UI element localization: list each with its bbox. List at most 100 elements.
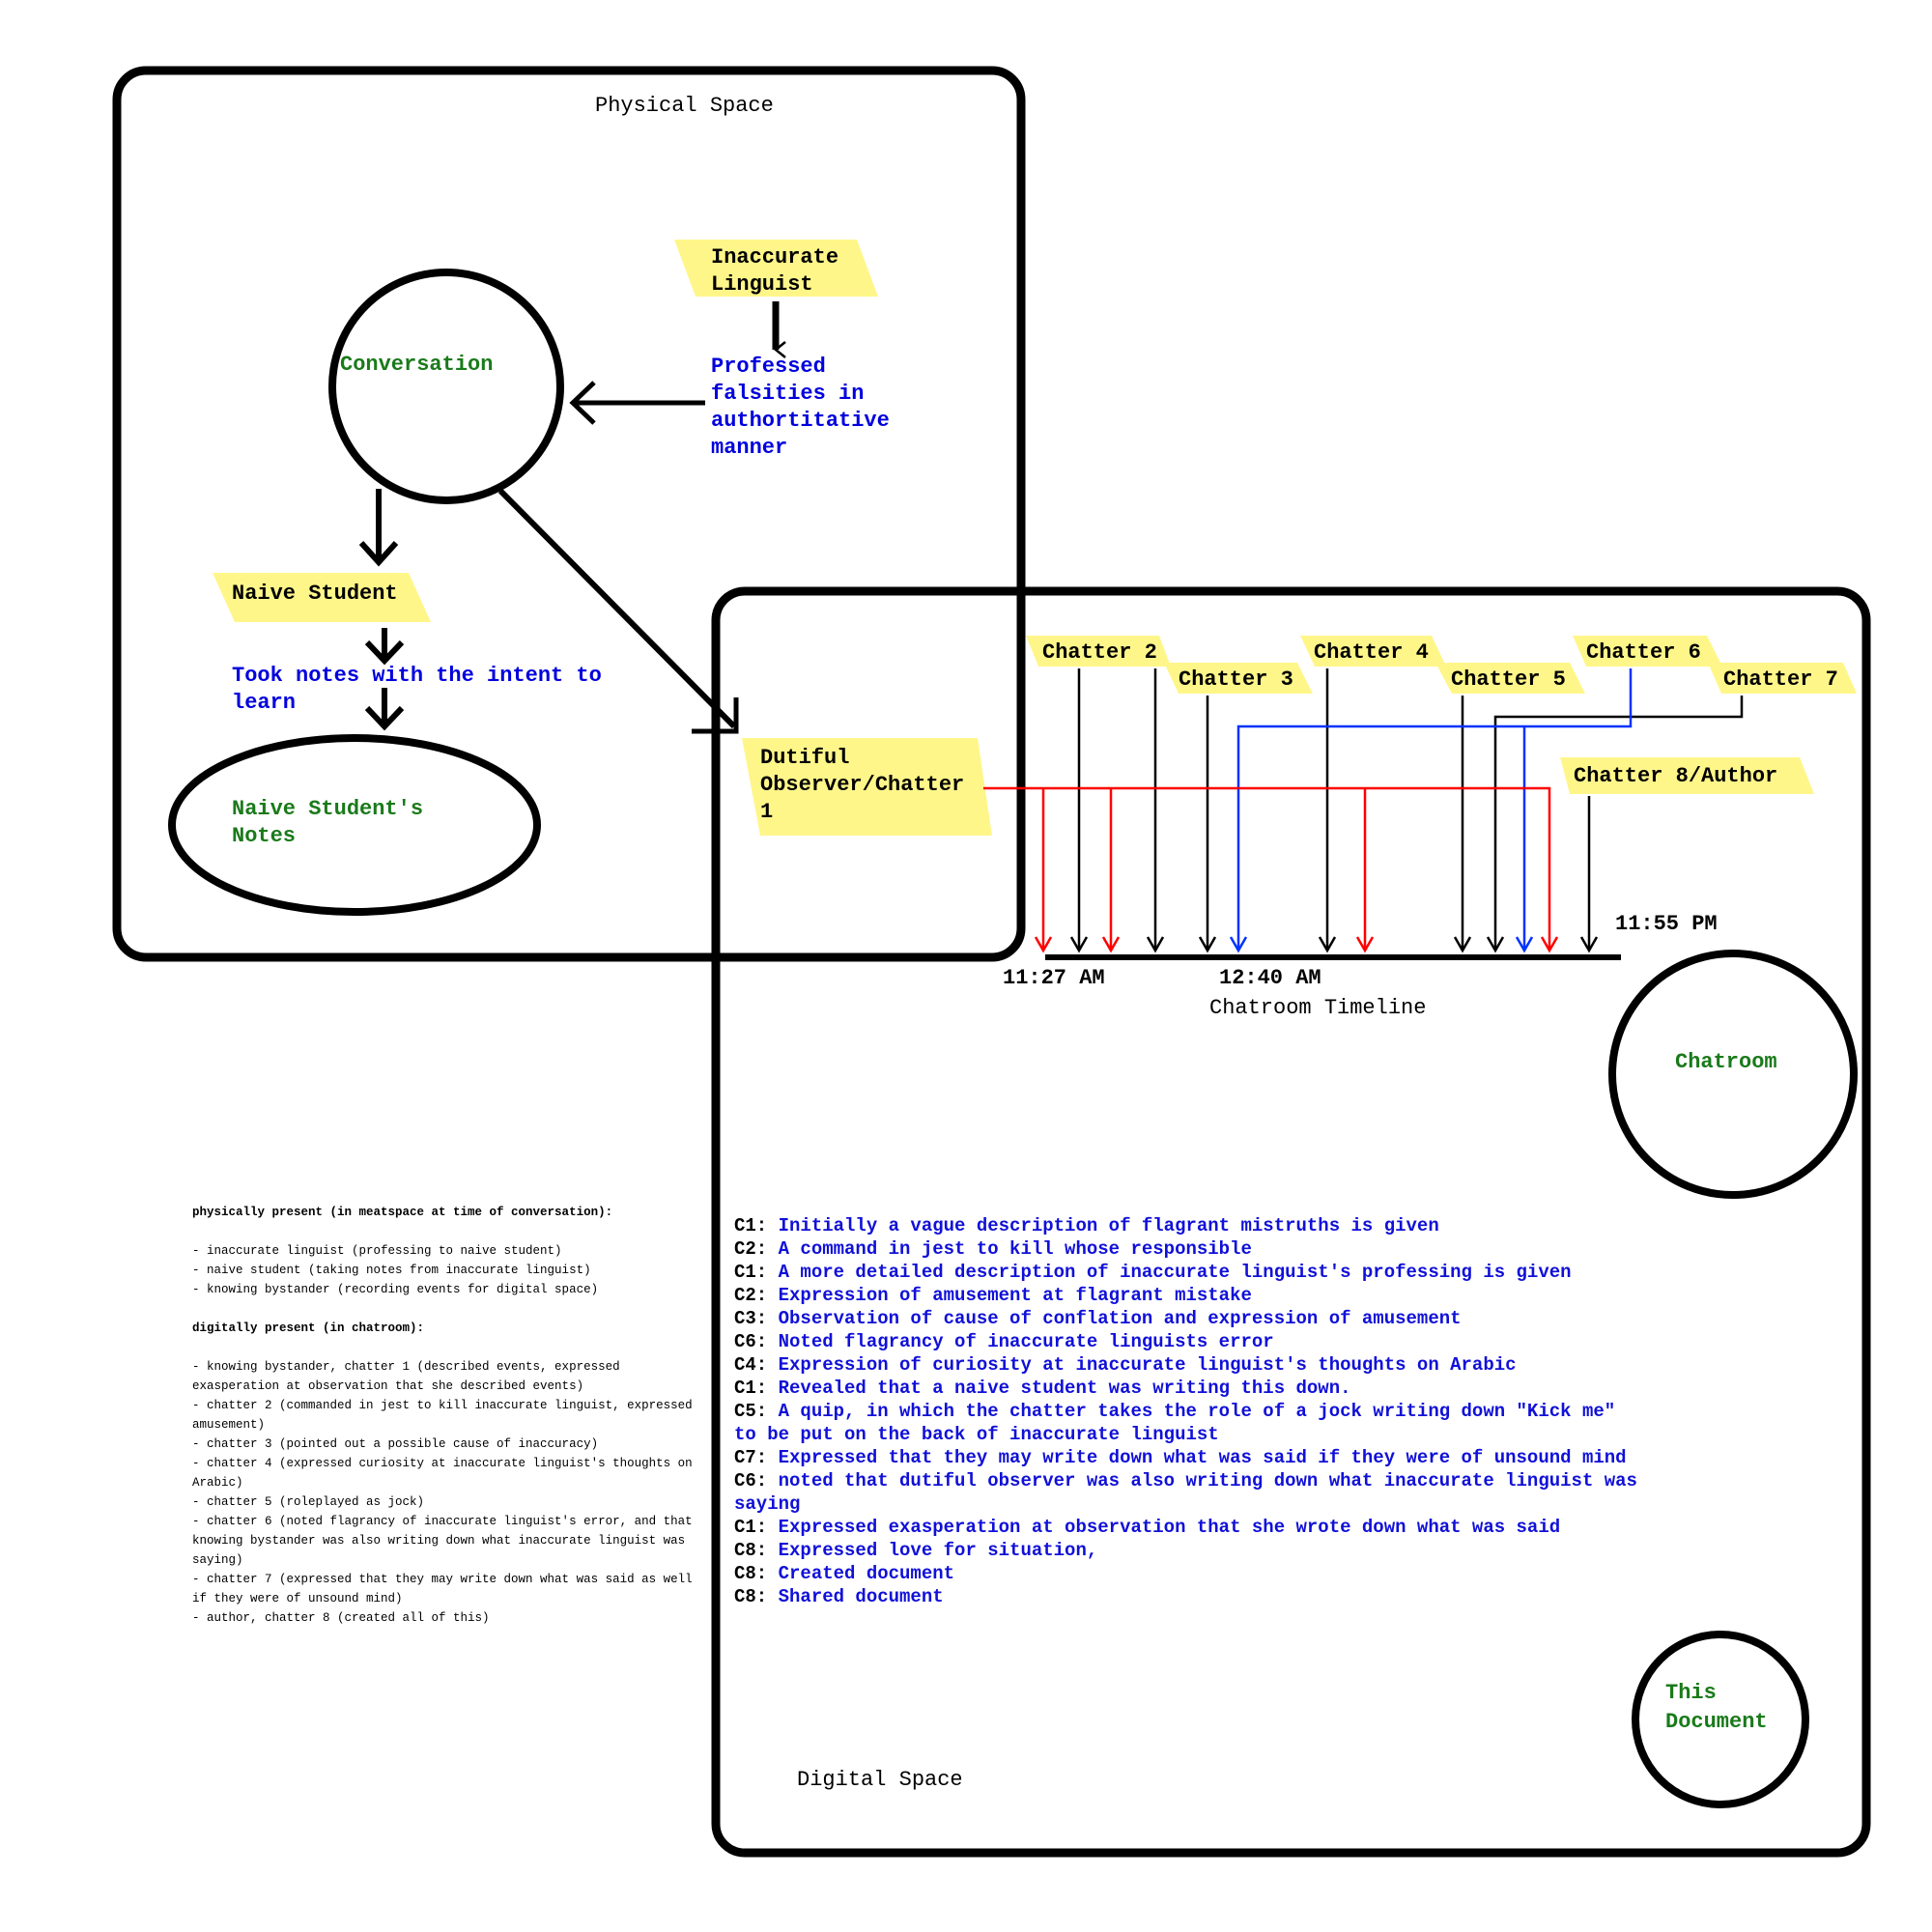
- chat-log-line: C1: A more detailed description of inacc…: [734, 1262, 1572, 1283]
- arrowhead-student: [358, 540, 399, 567]
- chat-log-text: Initially a vague description of flagran…: [779, 1215, 1439, 1236]
- inaccurate-linguist-tag: [674, 240, 878, 297]
- chatter-6-line-a-arrowhead: [1229, 936, 1248, 953]
- chatter-1-line-a-arrowhead: [1034, 936, 1053, 953]
- chat-log-text: Expressed love for situation,: [779, 1540, 1098, 1561]
- this-document-label-2: Document: [1665, 1710, 1768, 1734]
- professed-text-1: Professed: [711, 355, 826, 379]
- chatter-2-tag: [1026, 636, 1171, 667]
- chatter-8-tag: [1560, 757, 1814, 794]
- chatter-7: Chatter 7: [1708, 663, 1857, 694]
- chatter-3-label: Chatter 3: [1179, 668, 1293, 692]
- chatter-5-tag: [1435, 663, 1585, 694]
- chat-log-text: Shared document: [779, 1586, 944, 1607]
- dutiful-observer-label-2: Observer/Chatter: [760, 773, 964, 797]
- chat-log-text: Expressed that they may write down what …: [779, 1447, 1627, 1468]
- chatter-6-tag: [1573, 636, 1722, 667]
- notes-digital-heading: digitally present (in chatroom):: [192, 1321, 424, 1335]
- chatter-1-line-c-arrowhead: [1355, 936, 1375, 953]
- naive-notes-label-2: Notes: [232, 824, 296, 848]
- chat-log-speaker: C6:: [734, 1470, 779, 1492]
- chat-log-text: Expression of curiosity at inaccurate li…: [779, 1354, 1517, 1376]
- chat-log-speaker: C8:: [734, 1540, 779, 1561]
- chatter-4-tag: [1300, 636, 1446, 667]
- chatter-7-line-arrowhead: [1486, 936, 1505, 953]
- arrowhead-observer: [692, 697, 739, 734]
- chat-log-text: Noted flagrancy of inaccurate linguists …: [779, 1331, 1274, 1352]
- chatter-6: Chatter 6: [1573, 636, 1722, 667]
- notes-digital-item: - chatter 4 (expressed curiosity at inac…: [192, 1457, 693, 1470]
- chat-log-line: C7: Expressed that they may write down w…: [734, 1447, 1627, 1468]
- chat-log-text: saying: [734, 1493, 800, 1515]
- chat-log-text: Expressed exasperation at observation th…: [779, 1517, 1561, 1538]
- digital-space-box: [711, 586, 1871, 1858]
- chat-log-line: C8: Created document: [734, 1563, 954, 1584]
- chat-log-line: C5: A quip, in which the chatter takes t…: [734, 1401, 1615, 1422]
- conversation-label: Conversation: [340, 353, 493, 377]
- chat-log-line: saying: [734, 1493, 800, 1515]
- timeline-label: Chatroom Timeline: [1209, 996, 1426, 1020]
- digital-space-title: Digital Space: [797, 1768, 963, 1792]
- chat-log-text: Observation of cause of conflation and e…: [779, 1308, 1462, 1329]
- notes-digital-item: - chatter 7 (expressed that they may wri…: [192, 1573, 693, 1586]
- chat-log-text: Revealed that a naive student was writin…: [779, 1378, 1351, 1399]
- chatter-6-line-b-arrowhead: [1515, 936, 1534, 953]
- conversation-circle: [328, 269, 564, 504]
- this-document-circle: [1632, 1631, 1809, 1808]
- chatter-1-trunk: [983, 786, 1551, 951]
- chat-log-speaker: C7:: [734, 1447, 779, 1468]
- arrowhead-notes: [364, 705, 405, 731]
- chat-log-speaker: C8:: [734, 1563, 779, 1584]
- timeline-mid-label: 12:40 AM: [1219, 966, 1321, 990]
- chatter-3-tag: [1164, 663, 1313, 694]
- physical-space-box: [112, 66, 1026, 962]
- chat-log-text: A more detailed description of inaccurat…: [779, 1262, 1572, 1283]
- notes-digital-item: - chatter 5 (roleplayed as jock): [192, 1495, 424, 1509]
- dutiful-observer-label-1: Dutiful: [760, 746, 849, 770]
- chat-log-speaker: C1:: [734, 1215, 779, 1236]
- notes-digital-item: - knowing bystander, chatter 1 (describe…: [192, 1360, 620, 1374]
- naive-student-label: Naive Student: [232, 582, 398, 606]
- chatter-4-label: Chatter 4: [1314, 640, 1429, 665]
- chat-log-speaker: C5:: [734, 1401, 779, 1422]
- chat-log-line: C2: A command in jest to kill whose resp…: [734, 1238, 1252, 1260]
- notes-digital-item: amusement): [192, 1418, 265, 1432]
- physical-space-title: Physical Space: [595, 94, 774, 118]
- chat-log-speaker: C1:: [734, 1517, 779, 1538]
- chatter-3-line-arrowhead: [1198, 936, 1217, 953]
- chatter-8-line-arrowhead: [1579, 936, 1599, 953]
- took-notes-text-2: learn: [232, 691, 296, 715]
- notes-physical-item: - naive student (taking notes from inacc…: [192, 1264, 591, 1277]
- naive-student-tag: [213, 573, 431, 622]
- timeline-end-label: 11:55 PM: [1615, 912, 1718, 936]
- notes-digital-item: exasperation at observation that she des…: [192, 1379, 583, 1393]
- chat-log-line: C1: Initially a vague description of fla…: [734, 1215, 1439, 1236]
- chat-log-text: noted that dutiful observer was also wri…: [779, 1470, 1637, 1492]
- dutiful-observer-tag: [742, 738, 992, 836]
- chat-log-speaker: C2:: [734, 1285, 779, 1306]
- notes-digital-item: - chatter 2 (commanded in jest to kill i…: [192, 1399, 693, 1412]
- notes-digital-item: - author, chatter 8 (created all of this…: [192, 1611, 490, 1625]
- chat-log-speaker: C4:: [734, 1354, 779, 1376]
- notes-digital-item: knowing bystander was also writing down …: [192, 1534, 685, 1548]
- chat-log-line: to be put on the back of inaccurate ling…: [734, 1424, 1219, 1445]
- this-document-label-1: This: [1665, 1681, 1717, 1705]
- naive-notes-ellipse: [168, 734, 541, 916]
- notes-physical-heading: physically present (in meatspace at time…: [192, 1206, 612, 1219]
- chat-log-text: to be put on the back of inaccurate ling…: [734, 1424, 1219, 1445]
- notes-digital-item: if they were of unsound mind): [192, 1592, 403, 1605]
- chatter-6-label: Chatter 6: [1586, 640, 1701, 665]
- chat-log-line: C3: Observation of cause of conflation a…: [734, 1308, 1462, 1329]
- naive-notes-label-1: Naive Student's: [232, 797, 423, 821]
- arrowhead-conversation: [569, 381, 596, 425]
- chatter-4: Chatter 4: [1300, 636, 1446, 667]
- timeline-start-label: 11:27 AM: [1003, 966, 1105, 990]
- chat-log-line: C1: Revealed that a naive student was wr…: [734, 1378, 1351, 1399]
- notes-digital-item: - chatter 6 (noted flagrancy of inaccura…: [192, 1515, 693, 1528]
- inaccurate-linguist-label: Inaccurate: [711, 245, 838, 270]
- chatter-8: Chatter 8/Author: [1560, 757, 1814, 794]
- notes-digital-item: saying): [192, 1553, 243, 1567]
- chat-log-speaker: C6:: [734, 1331, 779, 1352]
- presence-notes: physically present (in meatspace at time…: [192, 1206, 693, 1625]
